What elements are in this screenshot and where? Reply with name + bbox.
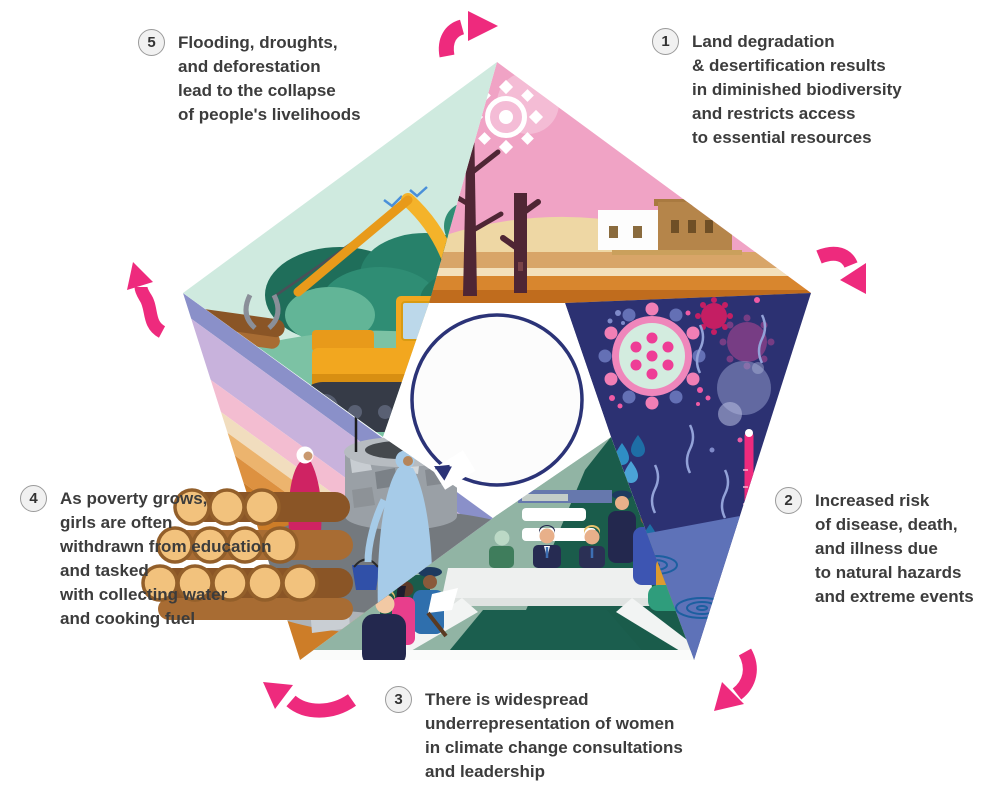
flow-arrows [127, 11, 866, 718]
annotation-5-text: Flooding, droughts, and deforestation le… [178, 33, 361, 124]
bacteria-icon [695, 297, 775, 370]
audience-left [362, 567, 458, 660]
virus-icon [598, 302, 706, 410]
log-pile-icon [141, 488, 353, 620]
curved-arrow-left-icon [127, 262, 166, 338]
annotation-1-text: Land degradation & desertification resul… [692, 32, 902, 147]
curved-arrow-bottom-left-icon [263, 682, 357, 718]
annotation-1: 1 Land degradation & desertification res… [652, 28, 902, 150]
curved-arrow-bottom-right-icon [714, 648, 757, 711]
step-number-badge: 3 [385, 686, 412, 713]
curved-arrow-top-icon [438, 11, 498, 58]
annotation-3: 3 There is widespread underrepresentatio… [385, 686, 683, 784]
bubble-icon [717, 361, 771, 415]
step-number-badge: 5 [138, 29, 165, 56]
panelists [489, 525, 605, 568]
annotation-4-text: As poverty grows, girls are often withdr… [60, 489, 272, 628]
annotation-2: 2 Increased risk of disease, death, and … [775, 487, 974, 609]
carpet [440, 610, 652, 660]
step-number-badge: 1 [652, 28, 679, 55]
annotation-4: 4 As poverty grows, girls are often with… [20, 485, 272, 631]
center-cycle [383, 303, 611, 515]
panel-table [440, 568, 656, 606]
curved-arrow-right-icon [816, 246, 866, 294]
annotation-2-text: Increased risk of disease, death, and il… [815, 491, 974, 606]
dead-tree-stump-icon [500, 193, 541, 293]
vapor-squiggles-icon [650, 314, 767, 519]
step-number-badge: 2 [775, 487, 802, 514]
birds-icon [383, 186, 428, 208]
step-number-badge: 4 [20, 485, 47, 512]
cycle-arrow-icon [410, 313, 584, 490]
annotation-5: 5 Flooding, droughts, and deforestation … [138, 29, 361, 127]
annotation-3-text: There is widespread underrepresentation … [425, 690, 683, 781]
